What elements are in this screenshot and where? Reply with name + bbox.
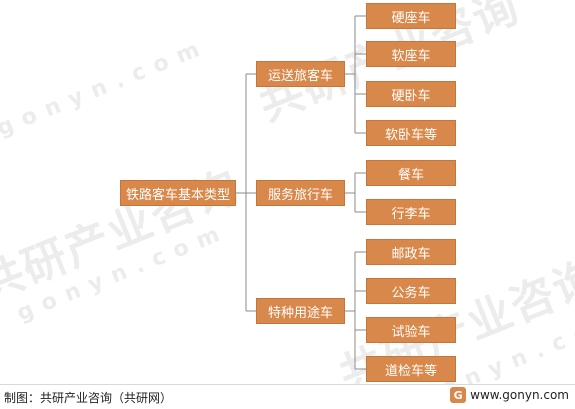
source-caption: 制图：共研产业咨询（共研网） xyxy=(4,391,173,405)
leaf-node: 公务车 xyxy=(366,278,456,304)
group-node-special: 特种用途车 xyxy=(256,298,345,324)
leaf-node: 硬座车 xyxy=(366,3,456,29)
group-node-passenger: 运送旅客车 xyxy=(256,61,345,87)
footer-bar xyxy=(0,384,575,409)
leaf-node: 邮政车 xyxy=(366,239,456,265)
logo-icon: G xyxy=(450,387,467,403)
leaf-node: 行李车 xyxy=(366,199,456,225)
root-node: 铁路客车基本类型 xyxy=(120,180,236,206)
group-node-service: 服务旅行车 xyxy=(256,180,345,206)
leaf-node: 试验车 xyxy=(366,317,456,343)
leaf-node: 道检车等 xyxy=(366,356,456,382)
leaf-node: 软卧车等 xyxy=(366,120,456,146)
leaf-node: 硬卧车 xyxy=(366,81,456,107)
leaf-node: 软座车 xyxy=(366,41,456,67)
leaf-node: 餐车 xyxy=(366,160,456,186)
site-logo: G www.gonyn.com xyxy=(450,387,569,403)
site-url: www.gonyn.com xyxy=(470,388,569,402)
